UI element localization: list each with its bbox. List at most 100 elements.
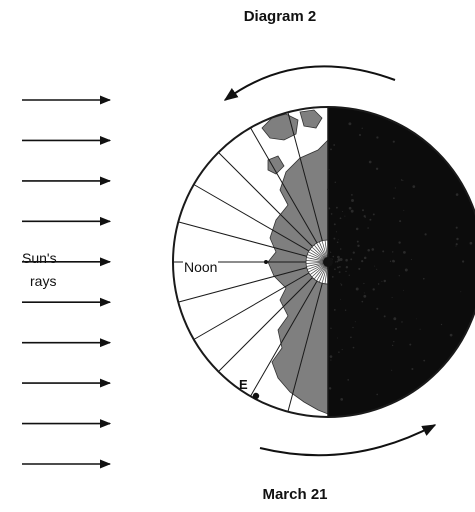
night-speckle <box>333 223 336 226</box>
night-speckle <box>369 218 372 221</box>
north-pole-dot <box>323 257 333 267</box>
meridian-line <box>287 112 329 263</box>
night-speckle <box>403 209 405 211</box>
night-speckle <box>344 215 346 217</box>
night-speckle <box>403 251 406 254</box>
night-speckle <box>356 240 359 243</box>
night-speckle <box>336 260 339 263</box>
night-speckle <box>372 288 375 291</box>
diagram-title: Diagram 2 <box>243 8 317 25</box>
night-speckle <box>402 289 404 291</box>
night-speckle <box>348 274 350 276</box>
night-speckle <box>376 136 379 139</box>
night-speckle <box>411 368 414 370</box>
night-speckle <box>338 351 340 353</box>
night-speckle <box>455 193 459 196</box>
night-speckle <box>337 255 340 259</box>
night-speckle <box>333 144 336 146</box>
night-speckle <box>398 241 401 244</box>
night-speckle <box>358 267 361 270</box>
night-speckle <box>352 251 355 254</box>
night-speckle <box>391 344 394 347</box>
point-e-dot <box>252 392 260 400</box>
night-speckle <box>391 369 393 371</box>
meridian-line <box>218 152 329 263</box>
night-speckle <box>335 261 337 263</box>
night-speckle <box>361 300 364 303</box>
night-speckle <box>389 260 392 262</box>
night-speckle <box>337 337 339 339</box>
meridian-line <box>218 261 329 372</box>
night-speckle <box>382 250 385 253</box>
sun-rays-label-line2: rays <box>30 273 57 289</box>
night-speckle <box>391 297 393 298</box>
night-speckle <box>416 318 418 320</box>
night-speckle <box>328 169 330 171</box>
point-e-label: E <box>239 377 248 392</box>
meridian-line <box>178 221 329 263</box>
night-speckle <box>342 211 344 212</box>
date-label: March 21 <box>262 486 328 503</box>
night-speckle <box>340 398 344 401</box>
night-speckle <box>404 268 408 272</box>
night-speckle <box>367 249 370 252</box>
night-speckle <box>345 258 348 262</box>
night-speckle <box>371 248 375 251</box>
night-speckle <box>361 127 363 129</box>
land-masses <box>261 109 328 415</box>
night-speckle <box>412 185 416 188</box>
night-speckle <box>393 260 395 263</box>
night-speckle <box>350 258 353 261</box>
night-speckle <box>374 265 376 267</box>
night-speckle <box>333 237 336 240</box>
night-speckle <box>347 379 350 381</box>
night-speckle <box>399 220 402 223</box>
night-side <box>328 107 475 417</box>
night-speckle <box>336 241 339 244</box>
night-speckle <box>375 167 379 170</box>
night-speckle <box>440 323 443 326</box>
night-speckle <box>455 226 458 229</box>
night-speckle <box>358 133 362 137</box>
night-speckle <box>361 260 364 263</box>
night-speckle <box>363 256 367 260</box>
night-speckle <box>424 233 427 236</box>
night-speckle <box>328 387 332 390</box>
night-speckle <box>410 258 413 261</box>
meridian-line <box>193 184 329 263</box>
meridian-line <box>250 127 329 263</box>
night-speckle <box>361 209 365 212</box>
night-speckle <box>351 199 354 202</box>
night-speckle <box>352 346 355 349</box>
night-speckle <box>422 277 425 280</box>
meridian-line <box>193 261 329 340</box>
night-speckle <box>363 215 366 218</box>
night-speckle <box>330 251 332 253</box>
sun-rays-label-line1: Sun's <box>22 250 57 266</box>
night-speckle <box>383 279 387 283</box>
night-speckle <box>348 122 352 126</box>
night-speckle <box>398 275 400 277</box>
night-speckle <box>330 148 332 151</box>
night-speckle <box>392 251 394 253</box>
night-speckle <box>363 292 365 294</box>
night-speckle <box>409 343 412 346</box>
night-speckle <box>350 209 354 213</box>
night-speckle <box>394 327 398 330</box>
night-speckle <box>376 268 378 270</box>
sun-rays <box>22 95 112 469</box>
night-speckle <box>357 244 360 248</box>
night-speckle <box>402 179 404 182</box>
meridian-line <box>287 261 329 412</box>
night-speckle <box>376 393 379 396</box>
night-speckle <box>401 321 403 323</box>
night-speckle <box>363 282 365 285</box>
night-speckle <box>340 298 342 300</box>
night-speckle <box>393 317 397 321</box>
night-speckle <box>335 231 337 233</box>
night-speckle <box>400 179 403 181</box>
night-speckle <box>344 309 347 311</box>
night-speckle <box>334 268 336 271</box>
rotation-arrow-top <box>223 65 396 101</box>
